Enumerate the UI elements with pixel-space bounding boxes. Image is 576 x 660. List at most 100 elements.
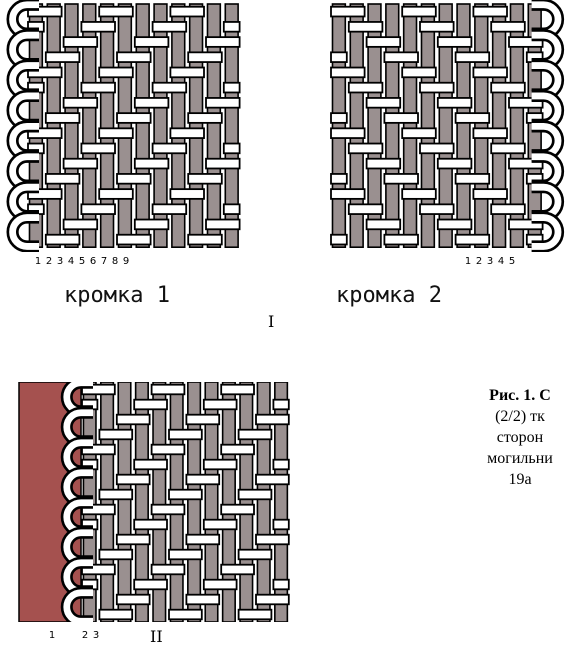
weft-float	[168, 548, 203, 561]
thread-number: 5	[78, 256, 87, 267]
weft-float	[347, 142, 384, 155]
weft-float	[202, 458, 238, 471]
weft-float	[508, 97, 544, 109]
weft-float	[27, 188, 63, 200]
warp-thread	[402, 3, 418, 248]
thread-number: 1	[464, 256, 473, 267]
selvedge-loop-inner	[63, 589, 93, 622]
thread-number: 3	[92, 630, 101, 641]
weft-float	[490, 203, 526, 215]
thread-number: 5	[508, 256, 517, 267]
caption-line: (2/2) тк	[495, 408, 545, 425]
thread-number: 9	[122, 256, 131, 267]
weft-float	[383, 173, 419, 185]
weft-float	[187, 112, 223, 124]
warp-thread	[367, 3, 382, 248]
weft-float	[81, 383, 116, 396]
weft-float	[205, 218, 241, 231]
weft-float	[347, 81, 384, 94]
warp-thread	[509, 3, 525, 248]
weft-float	[116, 51, 152, 63]
weft-float	[419, 142, 455, 155]
warp-thread	[187, 382, 202, 622]
thread-number: 3	[56, 256, 65, 267]
caption-title: Рис. 1. С	[489, 387, 551, 404]
weft-float	[508, 218, 544, 231]
weft-float	[116, 173, 152, 185]
thread-number: 2	[81, 630, 90, 641]
weft-float	[168, 608, 203, 621]
weft-float	[272, 458, 290, 471]
weft-float	[133, 218, 170, 231]
weft-float	[133, 157, 170, 170]
weft-float	[472, 188, 508, 200]
weft-float	[472, 66, 508, 79]
weft-float	[255, 533, 290, 546]
warp-thread	[152, 382, 167, 622]
weft-float	[98, 127, 134, 139]
weft-float	[401, 188, 437, 200]
selvedge-loop-inner	[9, 214, 39, 250]
weft-float	[330, 127, 366, 139]
warp-thread	[46, 3, 61, 248]
weft-float	[80, 81, 116, 94]
weft-float	[330, 188, 366, 200]
weft-float	[222, 81, 241, 94]
weft-float	[436, 218, 473, 231]
weft-float	[44, 173, 81, 185]
weft-float	[237, 548, 273, 561]
weft-float	[151, 21, 188, 33]
weft-float	[508, 157, 544, 170]
weft-float	[220, 503, 255, 516]
weft-float	[150, 443, 186, 456]
weft-float	[330, 173, 348, 185]
weft-float	[133, 36, 170, 48]
weft-float	[205, 97, 241, 109]
warp-thread	[206, 3, 222, 248]
figure-number-I: I	[268, 312, 275, 331]
weft-float	[44, 51, 81, 63]
weft-float	[185, 593, 221, 606]
weft-float	[365, 36, 402, 48]
warp-thread	[171, 3, 186, 248]
warp-thread	[474, 3, 489, 248]
thread-number: 8	[111, 256, 120, 267]
warp-thread	[99, 3, 115, 248]
weft-float	[133, 518, 168, 531]
weft-float	[454, 173, 491, 185]
weave-diagram-selvedge-2	[330, 0, 565, 252]
weft-float	[98, 548, 134, 561]
warp-thread	[188, 3, 204, 248]
weft-float	[62, 97, 99, 109]
weft-float	[169, 5, 205, 18]
weft-float	[330, 51, 348, 63]
weft-float	[133, 578, 168, 591]
weft-float	[222, 203, 241, 215]
weft-float	[151, 203, 188, 215]
weft-float	[330, 233, 348, 246]
thread-number: 1	[48, 630, 57, 641]
weft-float	[255, 413, 290, 426]
weft-float	[383, 233, 419, 246]
weft-float	[98, 188, 134, 200]
thread-number: 4	[497, 256, 506, 267]
weft-float	[80, 203, 116, 215]
warp-thread	[274, 382, 289, 622]
warp-thread	[134, 382, 149, 622]
weft-float	[115, 473, 151, 486]
weft-float	[401, 66, 437, 79]
weft-float	[81, 563, 116, 576]
weft-float	[27, 127, 63, 139]
selvedge-loop-inner	[531, 214, 562, 250]
weft-float	[151, 142, 188, 155]
weft-float	[115, 533, 151, 546]
weft-float	[220, 563, 255, 576]
weft-float	[187, 233, 223, 246]
weft-float	[115, 413, 151, 426]
warp-thread	[256, 382, 271, 622]
weave-diagram-selvedge-1	[6, 0, 241, 252]
weft-float	[98, 428, 134, 441]
warp-thread	[385, 3, 400, 248]
weft-float	[365, 157, 402, 170]
